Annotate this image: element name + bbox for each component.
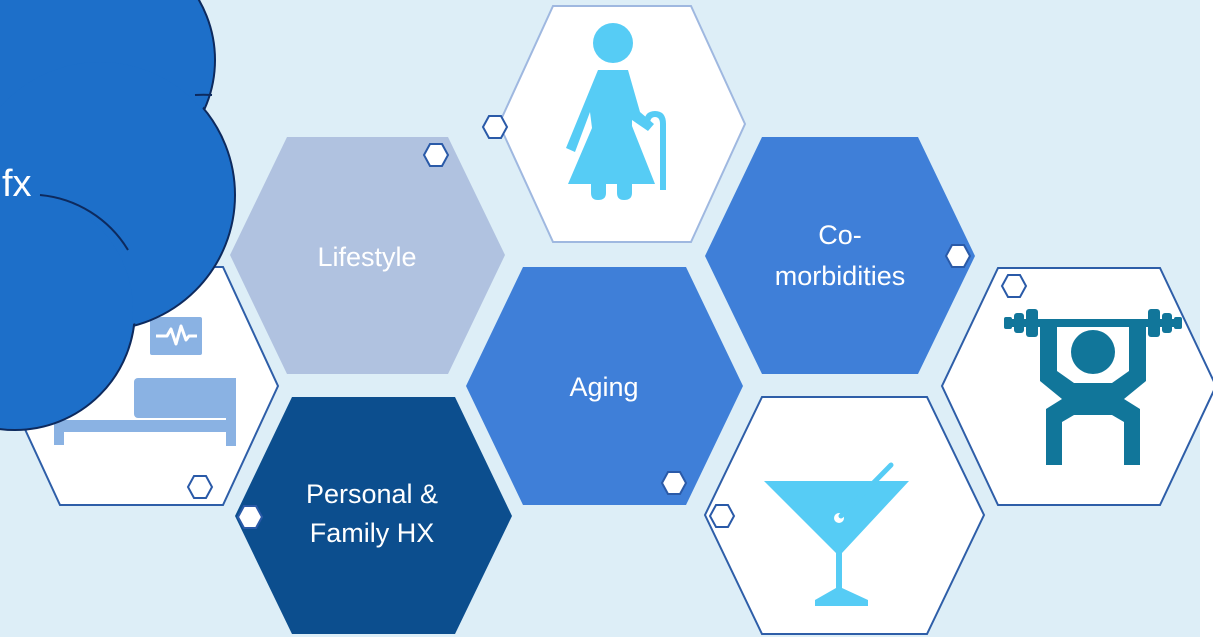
comorbidities-label-line2: morbidities bbox=[775, 261, 906, 291]
hex-lifestyle-marker bbox=[422, 143, 450, 167]
hex-elderly-marker bbox=[481, 115, 509, 139]
lifestyle-label: Lifestyle bbox=[317, 242, 416, 272]
hospital-bed-monitor-icon bbox=[54, 317, 236, 446]
hex-cocktail-marker bbox=[708, 504, 736, 528]
personal-family-label-line1: Personal & bbox=[306, 479, 438, 509]
cloud-shape: fx bbox=[0, 0, 236, 431]
cloud-partial-text: fx bbox=[2, 163, 32, 205]
hex-aging: Aging bbox=[466, 267, 743, 505]
hex-comorbidities: Co- morbidities bbox=[705, 137, 975, 374]
hex-weightlifter bbox=[940, 267, 1213, 506]
hex-elderly bbox=[481, 5, 747, 243]
hex-comorbidities-marker bbox=[944, 244, 972, 268]
aging-label: Aging bbox=[569, 372, 638, 402]
elderly-person-with-cane-icon bbox=[566, 23, 666, 200]
hex-weightlifter-marker bbox=[1000, 274, 1028, 298]
hex-lifestyle: Lifestyle bbox=[230, 137, 505, 374]
personal-family-label-line2: Family HX bbox=[310, 518, 435, 548]
cocktail-glass-icon bbox=[764, 462, 909, 606]
weightlifter-icon bbox=[1004, 309, 1182, 465]
hex-bed-marker bbox=[186, 475, 214, 499]
hex-personal-family: Personal & Family HX bbox=[235, 397, 512, 634]
hex-personal-family-marker bbox=[236, 505, 264, 529]
comorbidities-label-line1: Co- bbox=[818, 220, 862, 250]
hex-aging-marker bbox=[660, 471, 688, 495]
hex-cocktail bbox=[703, 396, 986, 635]
